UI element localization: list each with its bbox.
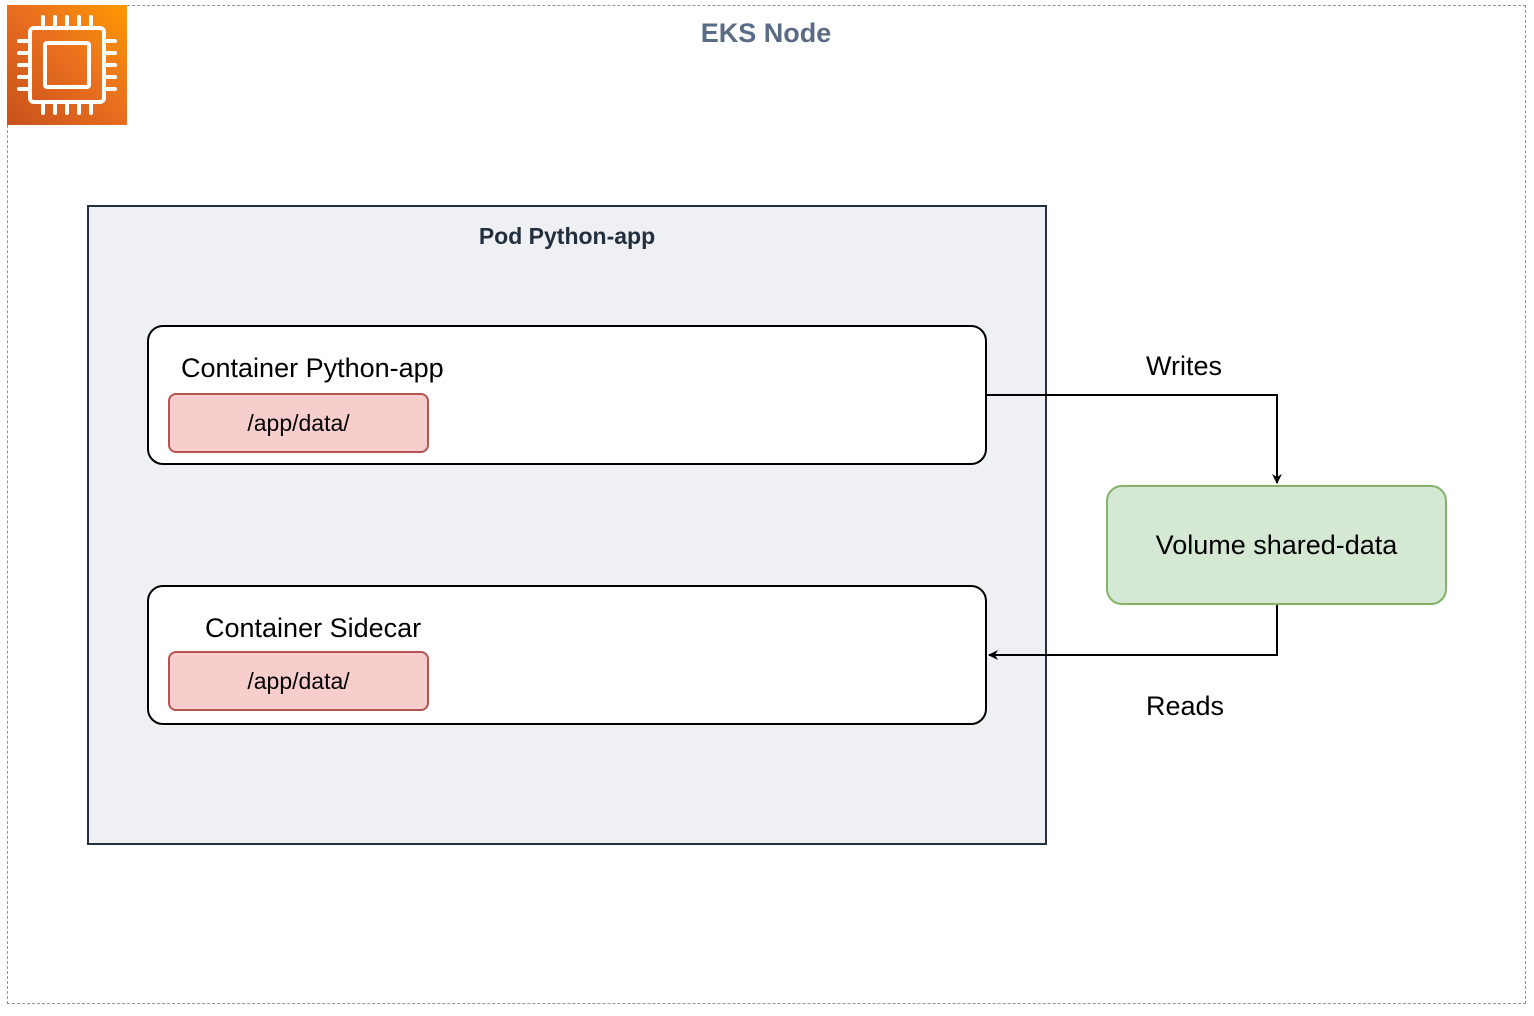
writes-edge: [987, 394, 1282, 484]
ec2-instance-chip-icon: [7, 5, 127, 125]
writes-edge-label: Writes: [1146, 351, 1223, 381]
pod-title: Pod Python-app: [478, 223, 656, 249]
eks-node-group: [7, 5, 1526, 1004]
volume-mount-path: /app/data/: [168, 393, 429, 453]
pod-group: Pod Python-app Container Python-app /app…: [87, 205, 1047, 845]
node-title: EKS Node: [700, 18, 832, 48]
container-title: Container Sidecar: [205, 613, 422, 643]
container-python-app: Container Python-app /app/data/: [147, 325, 987, 465]
container-title: Container Python-app: [181, 353, 444, 383]
volume-mount-path: /app/data/: [168, 651, 429, 711]
container-sidecar: Container Sidecar /app/data/: [147, 585, 987, 725]
reads-edge-label: Reads: [1146, 691, 1225, 721]
volume-shared-data: Volume shared-data: [1106, 485, 1447, 605]
reads-edge: [988, 605, 1278, 660]
